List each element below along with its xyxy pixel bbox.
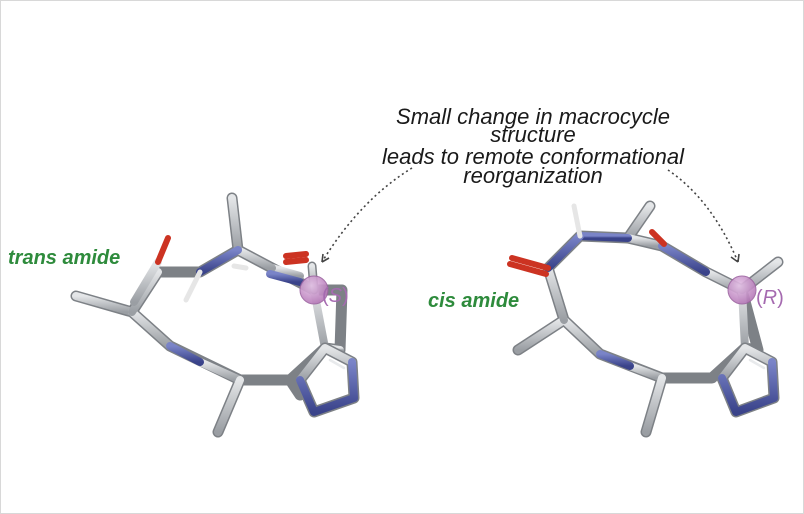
left-stereocenter-sphere	[299, 275, 329, 305]
left-molecule	[70, 192, 360, 438]
right-molecule	[507, 200, 784, 438]
left-stereo-descriptor: S	[329, 285, 343, 307]
left-pointer-arrow	[321, 167, 413, 263]
right-stereocenter-sphere	[727, 275, 757, 305]
left-stereo-label: (S)	[322, 285, 349, 307]
right-stereo-open-paren: (	[756, 287, 763, 309]
left-amide-label: trans amide	[8, 247, 120, 269]
caption: Small change in macrocycle structure lea…	[382, 104, 685, 188]
caption-line-2: structure	[490, 122, 576, 147]
caption-line-4: reorganization	[463, 163, 602, 188]
caption-line-1: Small change in macrocycle	[396, 104, 670, 129]
right-stereo-descriptor: R	[763, 287, 777, 309]
right-stereo-label: (R)	[756, 287, 784, 309]
left-stereo-close-paren: )	[342, 285, 349, 307]
left-arrowhead	[321, 253, 330, 263]
right-pointer-arrow	[667, 169, 739, 263]
left-stereo-open-paren: (	[322, 285, 329, 307]
right-stereo-close-paren: )	[777, 287, 784, 309]
caption-line-3: leads to remote conformational	[382, 144, 685, 169]
right-amide-label: cis amide	[428, 290, 519, 312]
right-arrowhead	[730, 253, 740, 263]
